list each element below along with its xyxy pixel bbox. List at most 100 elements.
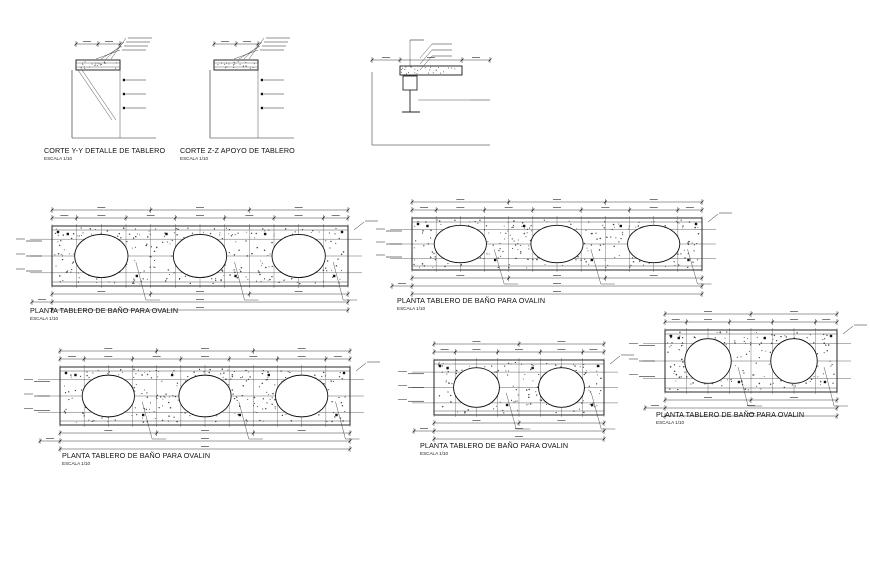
concrete-aggregate: [809, 380, 811, 382]
basin-oval: [275, 374, 329, 418]
concrete-aggregate: [261, 382, 263, 385]
dimension-tick: [390, 284, 394, 288]
rebar-callout-mark: [267, 373, 270, 377]
rebar-callout-mark: [332, 274, 336, 278]
concrete-aggregate: [104, 62, 106, 64]
concrete-aggregate: [743, 340, 745, 342]
concrete-aggregate: [271, 397, 273, 399]
dimension-chain: [663, 397, 839, 403]
concrete-aggregate: [342, 251, 345, 253]
dimension-chain: [74, 41, 122, 47]
dimension-tick: [581, 350, 585, 354]
concrete-aggregate: [156, 394, 159, 397]
concrete-aggregate: [238, 249, 240, 251]
concrete-aggregate: [91, 233, 93, 235]
concrete-aggregate: [324, 375, 326, 377]
concrete-aggregate: [681, 336, 684, 339]
concrete-aggregate: [150, 377, 153, 379]
concrete-aggregate: [675, 380, 677, 382]
leader-line: [419, 55, 433, 71]
section-detail-2: [209, 37, 294, 139]
concrete-aggregate: [546, 362, 548, 365]
concrete-aggregate: [773, 334, 776, 337]
dimension-tick: [96, 42, 100, 46]
dimension-tick: [30, 300, 34, 304]
concrete-aggregate: [92, 372, 94, 374]
concrete-aggregate: [596, 405, 598, 407]
concrete-aggregate: [82, 411, 84, 413]
concrete-aggregate: [221, 368, 224, 370]
concrete-aggregate: [597, 374, 599, 376]
concrete-aggregate: [444, 265, 446, 268]
concrete-aggregate: [251, 252, 253, 255]
concrete-aggregate: [233, 254, 236, 256]
concrete-aggregate: [743, 372, 745, 374]
concrete-aggregate: [267, 279, 269, 281]
concrete-aggregate: [581, 402, 583, 404]
dimension-tick: [432, 342, 436, 346]
concrete-aggregate: [677, 253, 679, 255]
concrete-aggregate: [132, 237, 135, 239]
concrete-aggregate: [441, 371, 443, 373]
concrete-aggregate: [690, 383, 692, 385]
concrete-aggregate: [758, 382, 761, 385]
concrete-aggregate: [515, 257, 517, 260]
concrete-aggregate: [100, 232, 102, 234]
concrete-aggregate: [431, 251, 434, 253]
concrete-aggregate: [517, 394, 519, 396]
concrete-aggregate: [77, 281, 80, 283]
concrete-aggregate: [530, 225, 532, 227]
concrete-aggregate: [161, 380, 163, 382]
concrete-aggregate: [71, 397, 73, 399]
concrete-aggregate: [423, 245, 425, 247]
concrete-aggregate: [338, 396, 340, 399]
concrete-aggregate: [68, 253, 70, 255]
concrete-aggregate: [135, 383, 137, 385]
dimension-tick: [251, 349, 256, 353]
countertop-plan-4: [398, 341, 634, 442]
concrete-aggregate: [245, 240, 247, 242]
concrete-aggregate: [425, 221, 427, 223]
concrete-aggregate: [165, 393, 167, 395]
concrete-aggregate: [219, 234, 221, 236]
dimension-tick: [538, 350, 542, 354]
concrete-aggregate: [742, 370, 744, 372]
concrete-aggregate: [488, 232, 490, 234]
concrete-aggregate: [806, 337, 808, 339]
concrete-aggregate: [528, 393, 530, 396]
leader-line: [355, 362, 367, 372]
dimension-tick: [247, 208, 252, 212]
concrete-aggregate: [245, 380, 248, 382]
concrete-aggregate: [517, 249, 519, 250]
concrete-aggregate: [187, 227, 189, 229]
concrete-aggregate: [435, 69, 437, 71]
concrete-aggregate: [149, 411, 151, 413]
concrete-aggregate: [224, 63, 226, 65]
concrete-aggregate: [502, 250, 504, 253]
concrete-aggregate: [512, 226, 514, 229]
concrete-aggregate: [692, 382, 694, 384]
concrete-aggregate: [125, 241, 127, 243]
rebar-callout-mark: [170, 373, 174, 377]
concrete-aggregate: [155, 369, 157, 372]
concrete-aggregate: [479, 219, 481, 222]
concrete-aggregate: [141, 392, 143, 395]
concrete-aggregate: [70, 271, 72, 273]
concrete-aggregate: [691, 242, 693, 244]
concrete-aggregate: [748, 351, 751, 353]
concrete-aggregate: [512, 247, 514, 250]
dimension-tick: [749, 312, 753, 316]
concrete-aggregate: [513, 220, 515, 222]
concrete-aggregate: [266, 402, 268, 404]
concrete-aggregate: [236, 399, 238, 402]
concrete-aggregate: [823, 352, 825, 354]
concrete-aggregate: [822, 373, 825, 375]
concrete-aggregate: [438, 220, 441, 222]
leader-line: [419, 49, 433, 65]
leader-line: [238, 401, 250, 440]
concrete-aggregate: [272, 392, 274, 395]
concrete-aggregate: [721, 385, 723, 387]
dimension-tick: [222, 216, 227, 220]
concrete-aggregate: [265, 407, 267, 410]
concrete-aggregate: [679, 365, 681, 367]
